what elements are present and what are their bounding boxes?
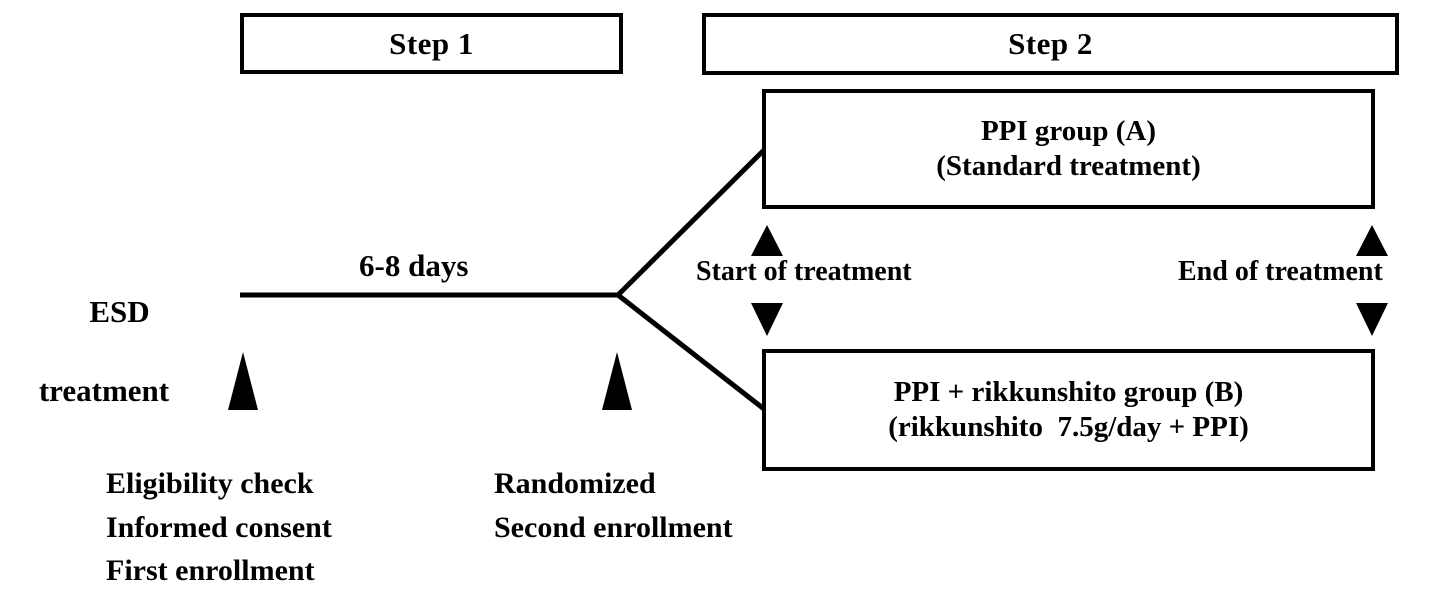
arm-a-title: PPI group (A) (980, 114, 1157, 147)
duration-label: 6-8 days (359, 248, 469, 283)
arm-b-title: PPI + rikkunshito group (B) (893, 375, 1244, 408)
first-enrollment-annotation: Eligibility check Informed consent First… (106, 462, 332, 593)
start-of-treatment-up-arrow-icon (751, 225, 783, 256)
end-of-treatment-down-arrow-icon (1356, 303, 1388, 336)
step-1-label: Step 1 (389, 25, 474, 61)
end-of-treatment-up-arrow-icon (1356, 225, 1388, 256)
step-1-box: Step 1 (240, 13, 623, 74)
end-of-treatment-label: End of treatment (1178, 256, 1383, 287)
second-enrollment-marker-triangle (602, 352, 632, 410)
start-of-treatment-down-arrow-icon (751, 303, 783, 336)
arm-b-subtitle: (rikkunshito 7.5g/day + PPI) (888, 411, 1249, 443)
branch-line-lower (616, 293, 766, 411)
step-2-box: Step 2 (702, 13, 1399, 75)
second-enrollment-line-2: Second enrollment (494, 510, 733, 544)
step-2-label: Step 2 (1008, 26, 1093, 61)
first-enrollment-marker-triangle (228, 352, 258, 410)
esd-treatment-line-1: ESD (89, 293, 150, 329)
esd-treatment-line-2: treatment (38, 373, 170, 409)
second-enrollment-line-1: Randomized (494, 467, 656, 500)
first-enrollment-line-2: Informed consent (106, 510, 332, 544)
start-of-treatment-label: Start of treatment (696, 256, 912, 287)
esd-treatment-label: ESD treatment (0, 252, 208, 490)
second-enrollment-annotation: Randomized Second enrollment (494, 462, 733, 549)
arm-a-subtitle: (Standard treatment) (936, 150, 1201, 182)
arm-b-box: PPI + rikkunshito group (B) (rikkunshito… (762, 349, 1375, 471)
first-enrollment-line-3: First enrollment (106, 554, 315, 587)
first-enrollment-line-1: Eligibility check (106, 467, 314, 500)
arm-a-box: PPI group (A) (Standard treatment) (762, 89, 1375, 209)
